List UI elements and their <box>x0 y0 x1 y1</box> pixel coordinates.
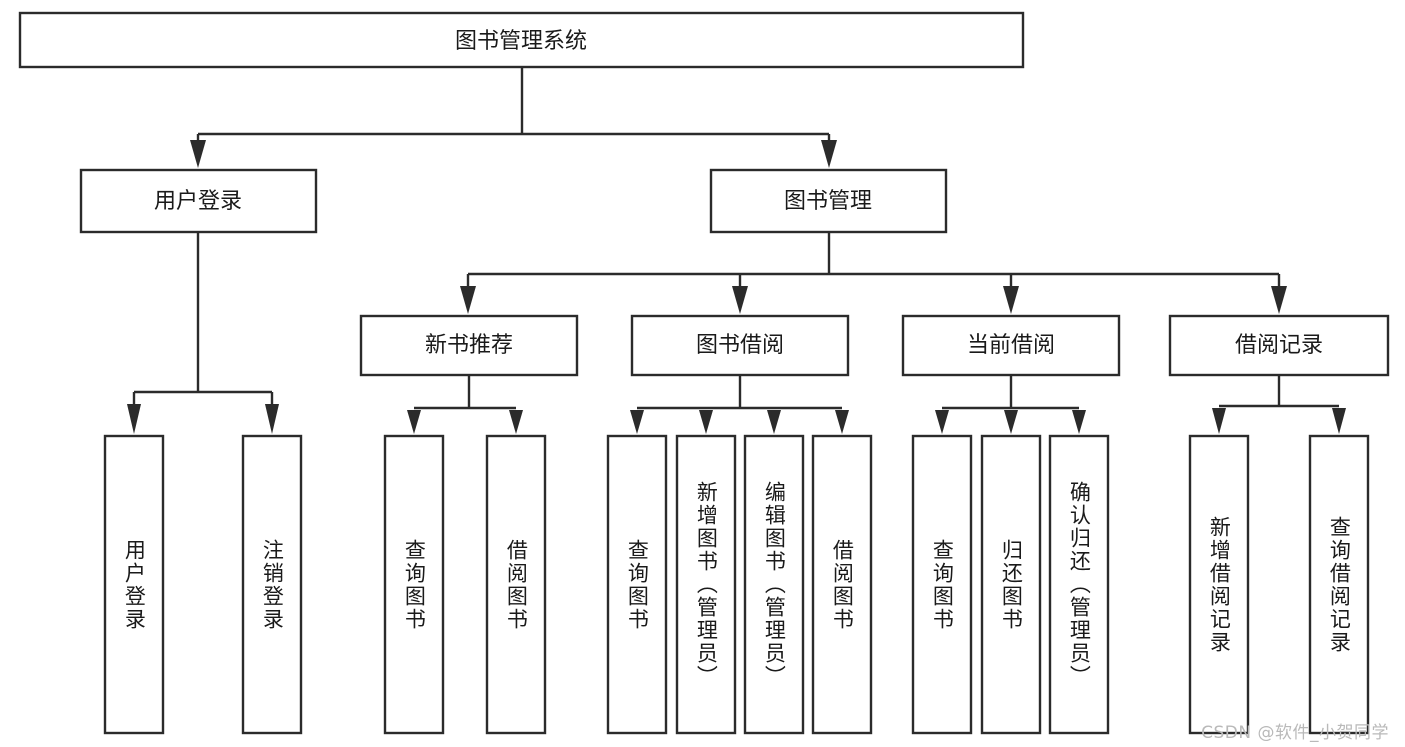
arrow-head-bookborrow-leaf-1 <box>630 410 644 434</box>
leaf-box-group <box>103 434 1370 735</box>
leaf-box-add-borrow-record[interactable] <box>1188 434 1250 735</box>
leaf-box-borrow-book-new[interactable] <box>485 434 547 735</box>
arrow-head-newbook-leaf-1 <box>407 410 421 434</box>
csdn-watermark: CSDN @软件_小贺同学 <box>1201 723 1389 743</box>
arrow-head-borrowrecord-leaf-2 <box>1332 408 1346 434</box>
connector-group-bookmanage-to-level3 <box>460 232 1287 314</box>
node-borrow-record[interactable]: 借阅记录 <box>1168 314 1390 377</box>
arrow-head-currentborrow-leaf-2 <box>1004 410 1018 434</box>
node-borrow-record-label: 借阅记录 <box>1235 333 1323 358</box>
node-user-login-box[interactable] <box>79 168 318 234</box>
connector-group-borrowrecord-to-leaves <box>1212 375 1346 434</box>
arrow-head-bookborrow-leaf-2 <box>699 410 713 434</box>
node-root-box[interactable] <box>18 11 1025 69</box>
node-user-login[interactable]: 用户登录 <box>79 168 318 234</box>
node-book-manage[interactable]: 图书管理 <box>709 168 948 234</box>
leaf-box-query-borrow-record[interactable] <box>1308 434 1370 735</box>
arrow-head-user-login <box>190 140 206 168</box>
node-root[interactable]: 图书管理系统 <box>18 11 1025 69</box>
arrow-head-book-manage <box>821 140 837 168</box>
leaf-box-edit-book-admin[interactable] <box>743 434 805 735</box>
node-book-borrow-label: 图书借阅 <box>696 333 784 358</box>
arrow-head-borrowrecord-leaf-1 <box>1212 408 1226 434</box>
leaf-box-query-book-current[interactable] <box>911 434 973 735</box>
connector-group-bookborrow-to-leaves <box>630 375 849 434</box>
leaf-box-query-book-new[interactable] <box>383 434 445 735</box>
node-root-label: 图书管理系统 <box>455 29 587 54</box>
connector-group-root-to-level2 <box>190 67 837 168</box>
node-new-book-recommend[interactable]: 新书推荐 <box>359 314 579 377</box>
node-current-borrow[interactable]: 当前借阅 <box>901 314 1121 377</box>
arrow-head-new-book <box>460 286 476 314</box>
node-current-borrow-label: 当前借阅 <box>967 333 1055 358</box>
connector-group-currentborrow-to-leaves <box>935 375 1086 434</box>
leaf-box-borrow-book[interactable] <box>811 434 873 735</box>
leaf-box-user-login[interactable] <box>103 434 165 735</box>
leaf-box-return-book[interactable] <box>980 434 1042 735</box>
arrow-head-leaf-logout <box>265 404 279 434</box>
arrow-head-leaf-user-login <box>127 404 141 434</box>
arrow-head-currentborrow-leaf-1 <box>935 410 949 434</box>
arrow-head-bookborrow-leaf-4 <box>835 410 849 434</box>
leaf-box-query-book-borrow[interactable] <box>606 434 668 735</box>
node-book-borrow-box[interactable] <box>630 314 850 377</box>
arrow-head-book-borrow <box>732 286 748 314</box>
connector-group-newbook-to-leaves <box>407 375 523 434</box>
leaf-box-logout[interactable] <box>241 434 303 735</box>
connector-group-userlogin-to-leaves <box>127 232 279 434</box>
node-book-manage-label: 图书管理 <box>784 189 872 214</box>
node-book-borrow[interactable]: 图书借阅 <box>630 314 850 377</box>
leaf-box-confirm-return-admin[interactable] <box>1048 434 1110 735</box>
node-current-borrow-box[interactable] <box>901 314 1121 377</box>
node-borrow-record-box[interactable] <box>1168 314 1390 377</box>
node-new-book-recommend-box[interactable] <box>359 314 579 377</box>
leaf-box-add-book-admin[interactable] <box>675 434 737 735</box>
arrow-head-newbook-leaf-2 <box>509 410 523 434</box>
arrow-head-borrow-record <box>1271 286 1287 314</box>
node-book-manage-box[interactable] <box>709 168 948 234</box>
node-user-login-label: 用户登录 <box>154 189 242 214</box>
arrow-head-currentborrow-leaf-3 <box>1072 410 1086 434</box>
node-new-book-recommend-label: 新书推荐 <box>425 333 513 358</box>
arrow-head-current-borrow <box>1003 286 1019 314</box>
arrow-head-bookborrow-leaf-3 <box>767 410 781 434</box>
